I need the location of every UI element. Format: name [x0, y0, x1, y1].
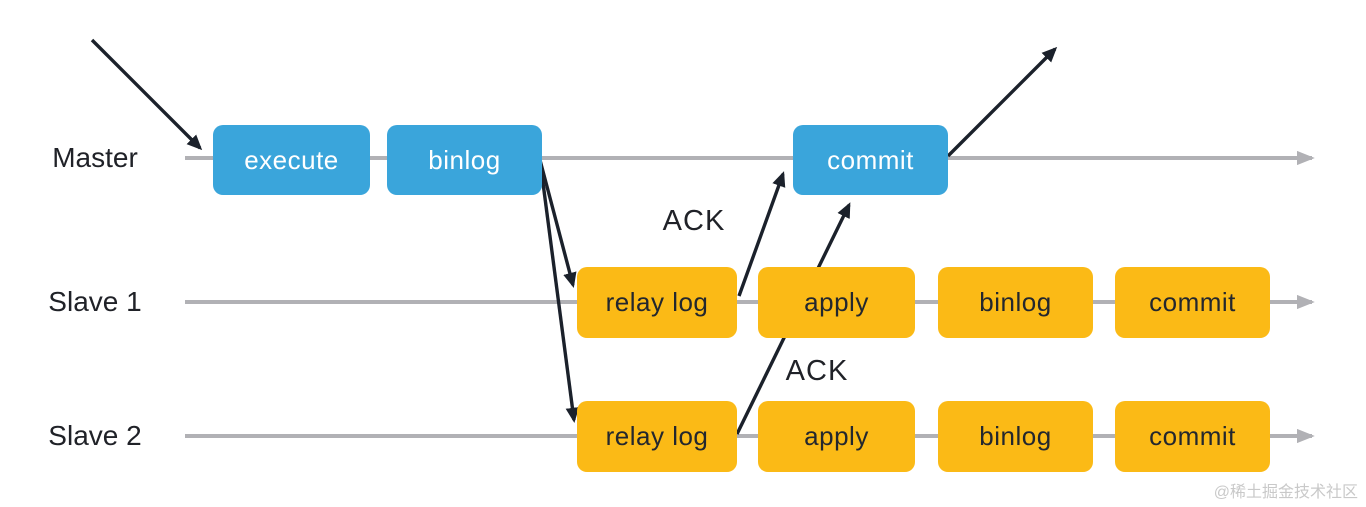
slave2-binlog-box: binlog — [938, 401, 1093, 472]
slave2-relay-log-box: relay log — [577, 401, 737, 472]
row-label-master: Master — [52, 142, 138, 173]
master-binlog-box: binlog — [387, 125, 542, 195]
slave1-binlog-box: binlog — [938, 267, 1093, 338]
binlog-to-slave2-relay-arrow — [538, 159, 580, 424]
slave1-apply-box: apply — [758, 267, 915, 338]
row-label-slave1: Slave 1 — [48, 286, 142, 317]
slave2-apply-box: apply — [758, 401, 915, 472]
binlog-to-slave1-relay-arrow — [538, 159, 577, 288]
slave1-ack-arrow — [737, 171, 786, 297]
ack-label-slave2: ACK — [785, 354, 849, 387]
slave1-commit-box: commit — [1115, 267, 1270, 338]
commit-response-arrow — [946, 46, 1058, 158]
slave1-relay-log-box: relay log — [577, 267, 737, 338]
row-label-slave2: Slave 2 — [48, 420, 142, 451]
slave2-commit-box: commit — [1115, 401, 1270, 472]
incoming-request-arrow — [90, 38, 203, 151]
ack-label-slave1: ACK — [662, 204, 726, 237]
watermark: @稀土掘金技术社区 — [1213, 484, 1358, 501]
master-commit-box: commit — [793, 125, 948, 195]
master-execute-box: execute — [213, 125, 370, 195]
